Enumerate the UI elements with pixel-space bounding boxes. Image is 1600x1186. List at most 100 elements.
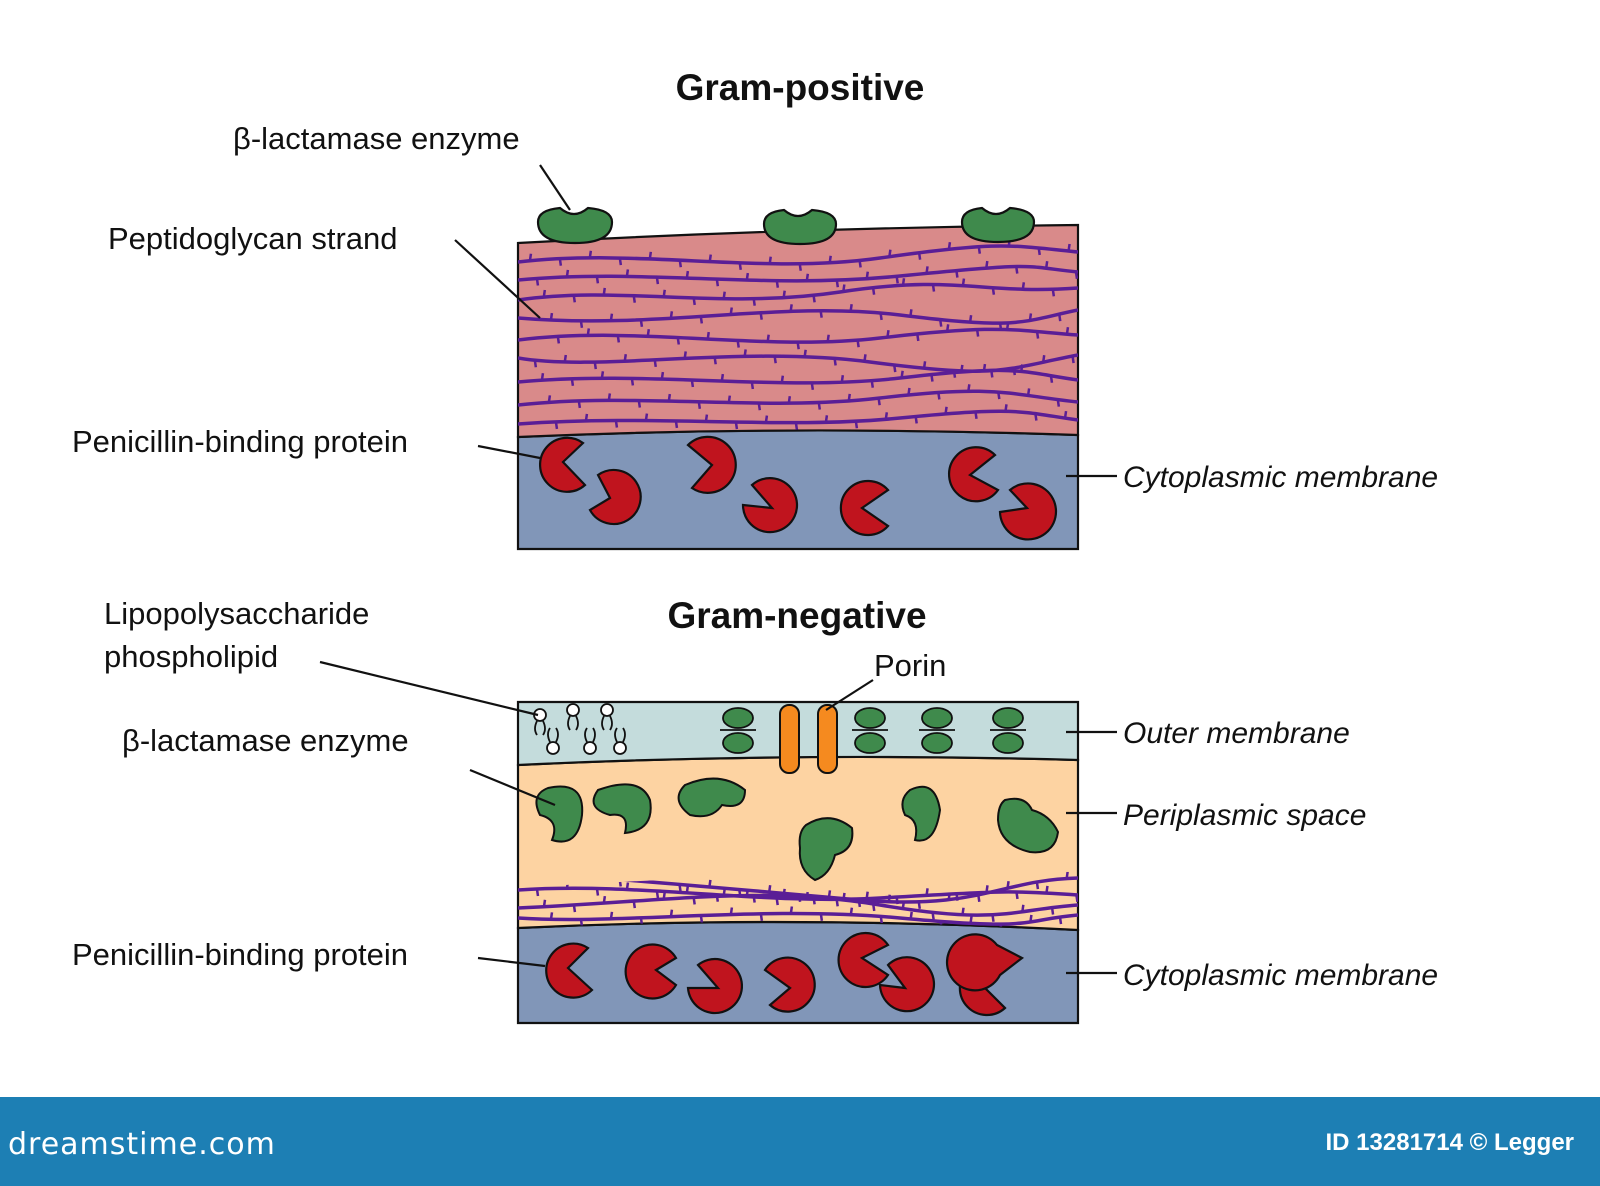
crosslink-tick: [579, 919, 584, 927]
crosslink-tick: [879, 916, 884, 924]
crosslink-tick: [1067, 243, 1071, 252]
crosslink-tick: [1049, 375, 1054, 383]
crosslink-tick: [1074, 271, 1078, 279]
crosslink-tick: [648, 251, 653, 260]
strand: [518, 264, 1078, 283]
crosslink-tick: [810, 382, 815, 391]
crosslink-tick: [975, 329, 980, 337]
crosslink-tick: [865, 271, 870, 279]
bean: [901, 785, 942, 842]
crosslink-tick: [713, 357, 717, 365]
crosslink-tick: [752, 298, 756, 306]
crosslink-tick: [854, 421, 859, 429]
crosslink-tick: [849, 303, 853, 312]
crosslink-tick: [835, 280, 840, 288]
crosslink-tick: [938, 319, 943, 327]
crosslink-tick: [909, 911, 913, 920]
crosslink-tick: [858, 260, 862, 268]
crosslink-tick: [602, 895, 607, 904]
crosslink-tick: [609, 313, 614, 321]
crosslink-tick: [1028, 313, 1033, 321]
crosslink-tick: [1065, 871, 1069, 879]
bean: [996, 797, 1060, 854]
crosslink-tick: [1012, 367, 1017, 376]
crosslink-tick: [1026, 388, 1031, 396]
bean: [677, 777, 747, 818]
crosslink-tick: [775, 280, 780, 288]
gp-penicillin-binding-proteins: [538, 435, 1058, 541]
crosslink-tick: [549, 912, 554, 920]
strand: [518, 886, 1078, 902]
phospholipid-head: [600, 703, 614, 717]
om-protein: [921, 732, 953, 754]
crosslink-tick: [669, 311, 674, 319]
crosslink-tick: [877, 397, 881, 406]
crosslink-tick: [690, 379, 695, 388]
crosslink-tick: [554, 421, 559, 430]
crosslink-tick: [879, 312, 883, 321]
crosslink-tick: [917, 901, 922, 910]
crosslink-tick: [914, 416, 918, 424]
crosslink-tick: [715, 278, 720, 287]
crosslink-tick: [789, 906, 794, 914]
porin-half-left: [779, 704, 800, 774]
pbp-shape: [998, 482, 1058, 541]
crosslink-tick: [780, 375, 785, 383]
crosslink-tick: [752, 895, 756, 903]
crosslink-tick: [824, 415, 829, 423]
footer-logo[interactable]: dreamstime.com: [8, 1127, 276, 1162]
crosslink-tick: [1037, 247, 1041, 256]
crosslink-tick: [692, 297, 696, 306]
crosslink-tick: [1063, 410, 1068, 419]
crosslink-tick: [683, 351, 687, 359]
crosslink-tick: [925, 266, 929, 274]
crosslink-tick: [1035, 881, 1040, 890]
crosslink-tick: [798, 263, 802, 271]
crosslink-tick: [563, 354, 568, 363]
crosslink-tick: [819, 310, 823, 318]
crosslink-tick: [826, 334, 830, 342]
gn-periplasmic-label: Periplasmic space: [1123, 799, 1366, 832]
gp-beta-lactamase-enzyme-2: [762, 208, 838, 246]
gn-beta-lactamase-label: β-lactamase enzyme: [122, 723, 409, 758]
crosslink-tick: [782, 888, 786, 897]
crosslink-tick: [584, 413, 589, 422]
gn-lps-label-line2: phospholipid: [104, 639, 278, 674]
gp-pbp-label: Penicillin-binding protein: [72, 424, 408, 459]
crosslink-tick: [1051, 289, 1056, 297]
crosslink-tick: [535, 888, 540, 897]
strand: [518, 244, 1078, 266]
footer-bar: dreamstime.com ID 13281714 © Legger: [0, 1097, 1600, 1186]
crosslink-tick: [952, 370, 957, 378]
crosslink-tick: [1065, 326, 1070, 335]
crosslink-tick: [812, 295, 816, 303]
crosslink-tick: [884, 412, 889, 420]
footer-image-id: ID 13281714 © Legger: [1325, 1129, 1574, 1156]
crosslink-tick: [738, 889, 742, 897]
crosslink-tick: [676, 337, 681, 345]
phospholipid-head: [613, 741, 627, 755]
crosslink-tick: [547, 395, 552, 403]
crosslink-tick: [674, 420, 679, 429]
crosslink-tick: [757, 402, 762, 411]
pbp-shape: [686, 435, 737, 494]
crosslink-tick: [614, 420, 619, 428]
pbp-shape: [686, 957, 743, 1015]
crosslink-tick: [827, 890, 832, 898]
crosslink-tick: [887, 894, 892, 902]
crosslink-tick: [1021, 282, 1026, 290]
crosslink-tick: [1071, 355, 1075, 364]
crosslink-tick: [540, 373, 545, 381]
crosslink-tick: [931, 912, 935, 920]
crosslink-tick: [789, 304, 793, 312]
crosslink-tick: [997, 391, 1001, 400]
crosslink-tick: [1006, 881, 1010, 889]
crosslink-tick: [863, 354, 867, 362]
crosslink-tick: [901, 278, 906, 286]
crosslink-tick: [655, 276, 660, 285]
crosslink-tick: [655, 890, 660, 899]
crosslink-tick: [623, 354, 628, 362]
gp-peptidoglycan-strands: [518, 238, 1078, 430]
gram-positive-panel: Gram-positive: [72, 67, 1438, 551]
